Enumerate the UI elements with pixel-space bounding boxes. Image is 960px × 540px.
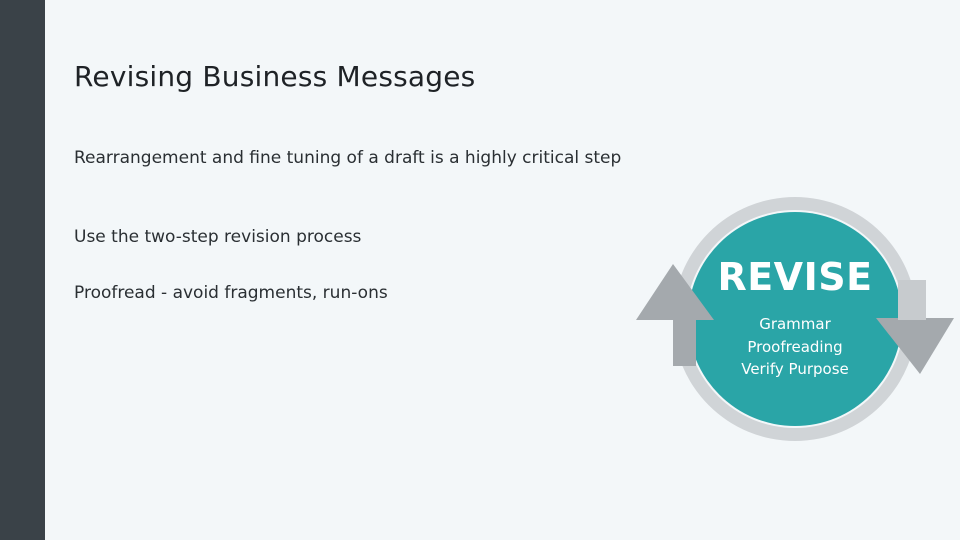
revise-line-verify: Verify Purpose: [741, 360, 849, 378]
arrow-up-icon: [636, 264, 714, 366]
sidebar-bar: [0, 0, 45, 540]
arrow-down-icon: [876, 318, 954, 374]
bullet-item: Rearrangement and fine tuning of a draft…: [74, 148, 622, 168]
bullet-item: Proofread - avoid fragments, run-ons: [74, 283, 388, 303]
revise-circle: [688, 212, 902, 426]
slide-title: Revising Business Messages: [74, 60, 476, 93]
bullet-list: Rearrangement and fine tuning of a draft…: [74, 146, 634, 305]
bullet-item: Use the two-step revision process: [74, 227, 362, 247]
revise-line-grammar: Grammar: [759, 315, 831, 333]
revise-line-proofreading: Proofreading: [747, 338, 842, 356]
revise-heading: REVISE: [717, 255, 872, 299]
slide: Revising Business Messages Rearrangement…: [45, 0, 960, 540]
arrow-down-stem: [898, 280, 926, 320]
revise-cycle-icon: REVISE Grammar Proofreading Verify Purpo…: [636, 197, 954, 441]
